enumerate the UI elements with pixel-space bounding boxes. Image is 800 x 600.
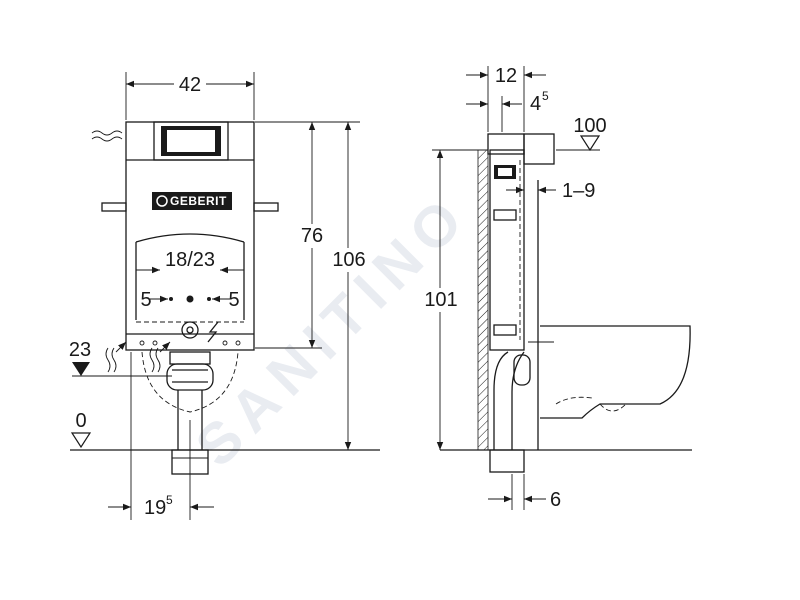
electric-icon — [207, 321, 219, 343]
geberit-logo-text: GEBERIT — [170, 194, 227, 208]
wc-bowl — [540, 325, 691, 419]
dim-top-level: 100 — [573, 115, 606, 137]
dim-total-height: 106 — [332, 249, 365, 271]
water-supply-center-icon — [149, 347, 161, 373]
water-inlet-icon — [91, 130, 123, 142]
dim-left-offset: 5 — [140, 289, 151, 311]
front-view: GEBERIT — [69, 72, 380, 520]
dim-depth: 12 — [495, 65, 517, 87]
dim-right-offset: 5 — [228, 289, 239, 311]
geberit-logo — [152, 192, 232, 210]
level-marker-0-icon — [70, 432, 92, 449]
dim-inlet-height: 23 — [69, 339, 91, 361]
dim-drain-offset: 19 — [144, 497, 166, 519]
dim-height: 101 — [424, 289, 457, 311]
dim-adjust: 1–9 — [562, 180, 595, 202]
side-view: 12 4 5 100 1–9 101 6 — [420, 65, 692, 511]
wall-hatch — [477, 149, 489, 451]
dim-button-height: 18/23 — [165, 249, 215, 271]
dim-offset-sup: 5 — [542, 89, 549, 103]
dim-floor: 0 — [75, 410, 86, 432]
frame-side — [487, 133, 555, 473]
dim-bottom: 6 — [550, 489, 561, 511]
water-supply-left-icon — [105, 347, 117, 373]
dim-offset: 4 — [530, 93, 541, 115]
watermark: SANITINO — [183, 181, 481, 479]
level-marker-100-icon — [579, 135, 601, 152]
dim-drain-offset-sup: 5 — [166, 493, 173, 507]
level-marker-23-icon — [72, 362, 90, 376]
frame-front: GEBERIT — [101, 121, 279, 413]
dim-frame-height: 76 — [301, 225, 323, 247]
dim-width: 42 — [179, 74, 201, 96]
